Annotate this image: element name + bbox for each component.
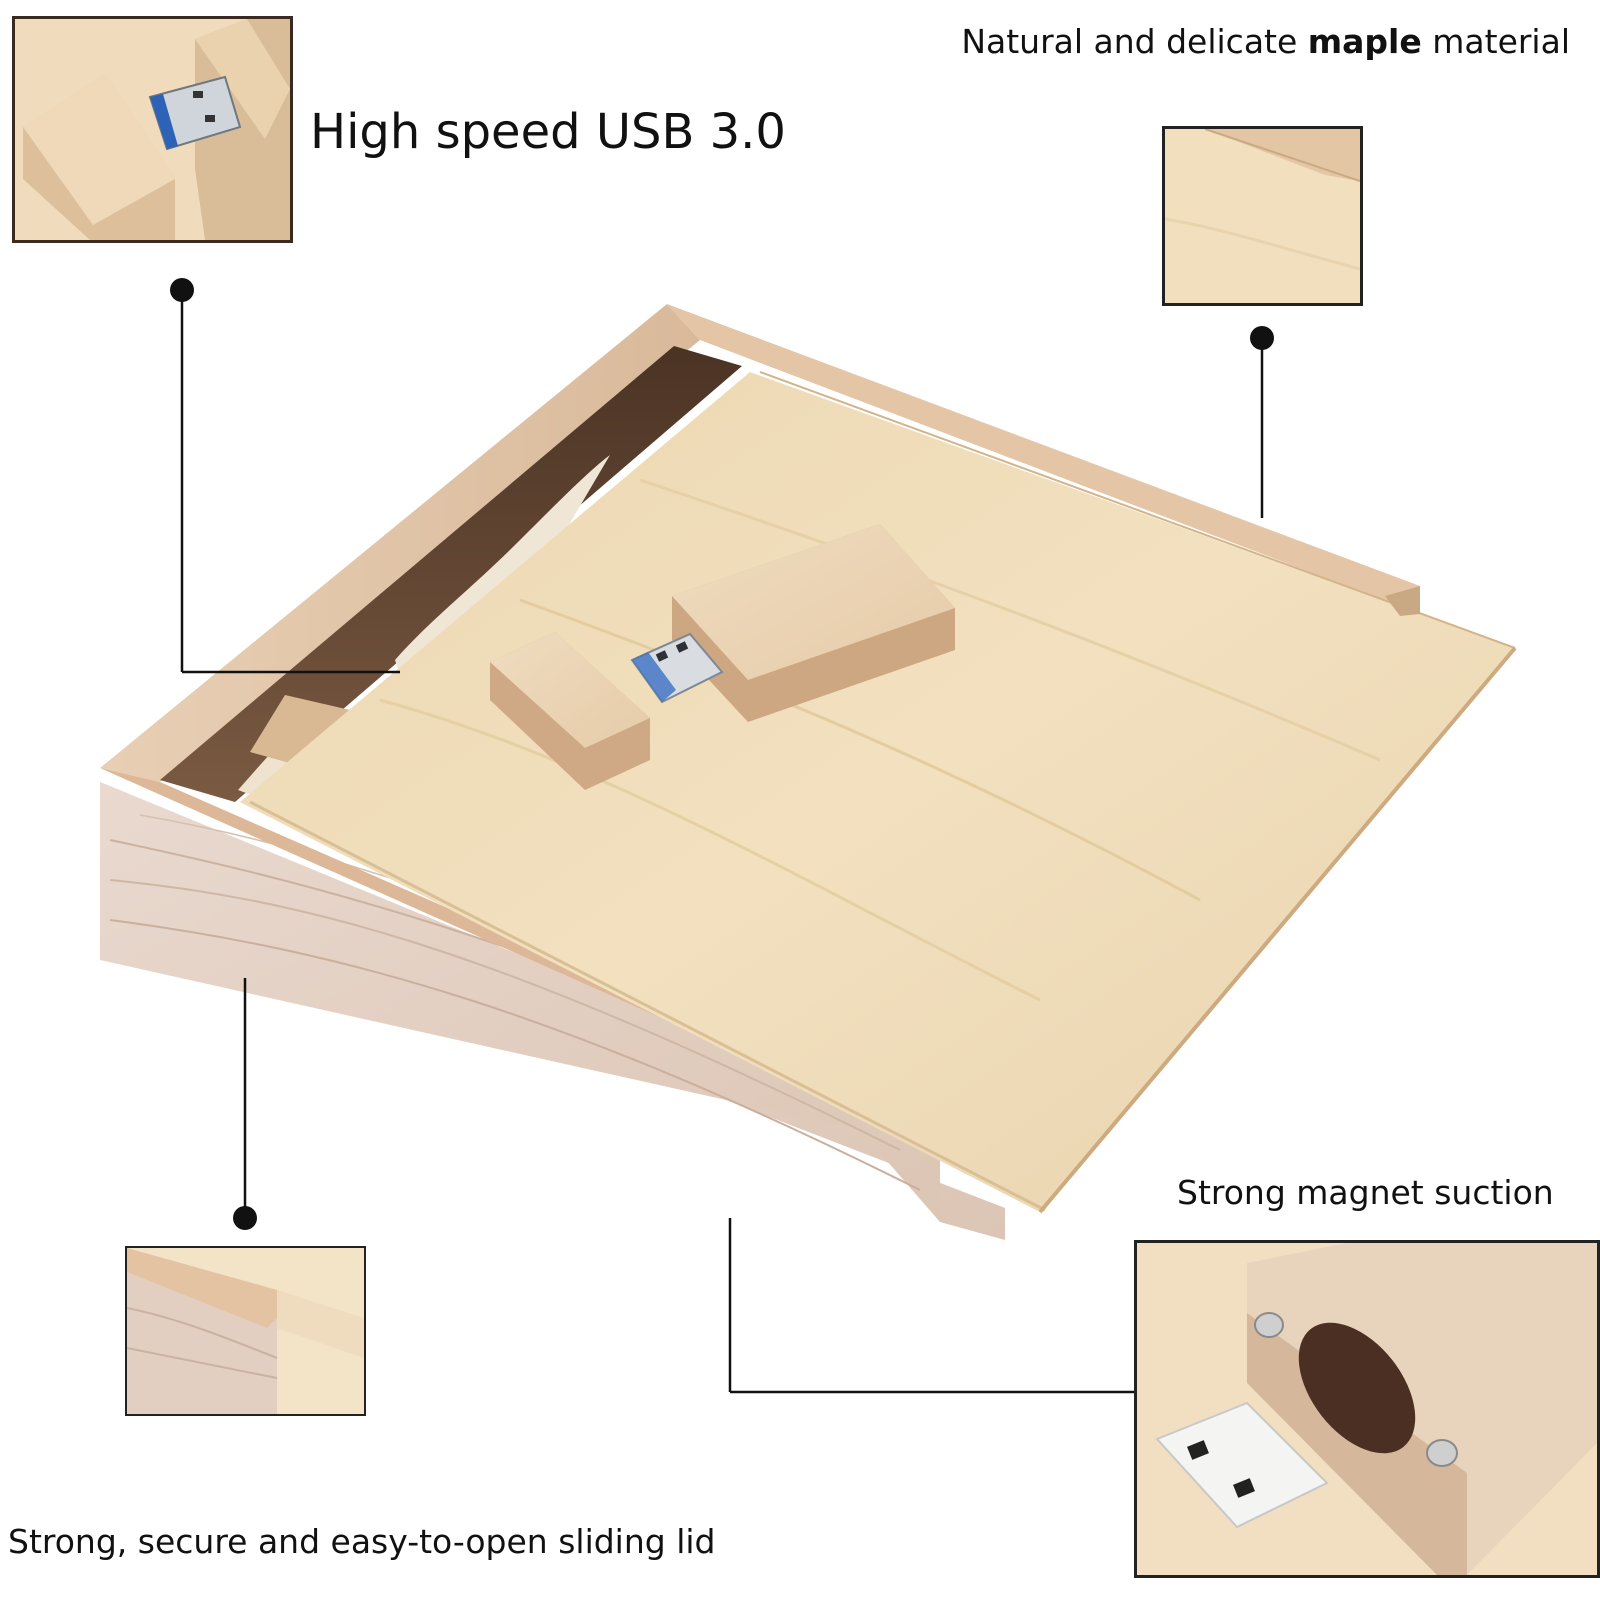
lid-detail-inset bbox=[125, 1246, 366, 1416]
leader-lines bbox=[180, 290, 1264, 1394]
usb-stick bbox=[630, 524, 955, 722]
magnet-icon bbox=[1254, 1312, 1284, 1338]
sliding-lid bbox=[240, 371, 1517, 1214]
magnet-suction-label: Strong magnet suction bbox=[1177, 1173, 1554, 1212]
maple-material-label: Natural and delicate maple material bbox=[961, 22, 1570, 61]
usb-cap bbox=[490, 632, 650, 790]
maple-label-suffix: material bbox=[1421, 22, 1570, 61]
maple-detail-inset bbox=[1162, 126, 1363, 306]
magnet-detail-inset bbox=[1134, 1240, 1600, 1578]
maple-label-bold: maple bbox=[1307, 22, 1422, 61]
maple-label-prefix: Natural and delicate bbox=[961, 22, 1308, 61]
box-rim bbox=[100, 304, 1420, 1142]
box-end-rail bbox=[1385, 586, 1420, 616]
usb-detail-inset bbox=[12, 16, 293, 243]
usb-speed-label: High speed USB 3.0 bbox=[310, 104, 786, 160]
leader-dots bbox=[170, 278, 1274, 1230]
sliding-lid-label: Strong, secure and easy-to-open sliding … bbox=[8, 1522, 716, 1561]
